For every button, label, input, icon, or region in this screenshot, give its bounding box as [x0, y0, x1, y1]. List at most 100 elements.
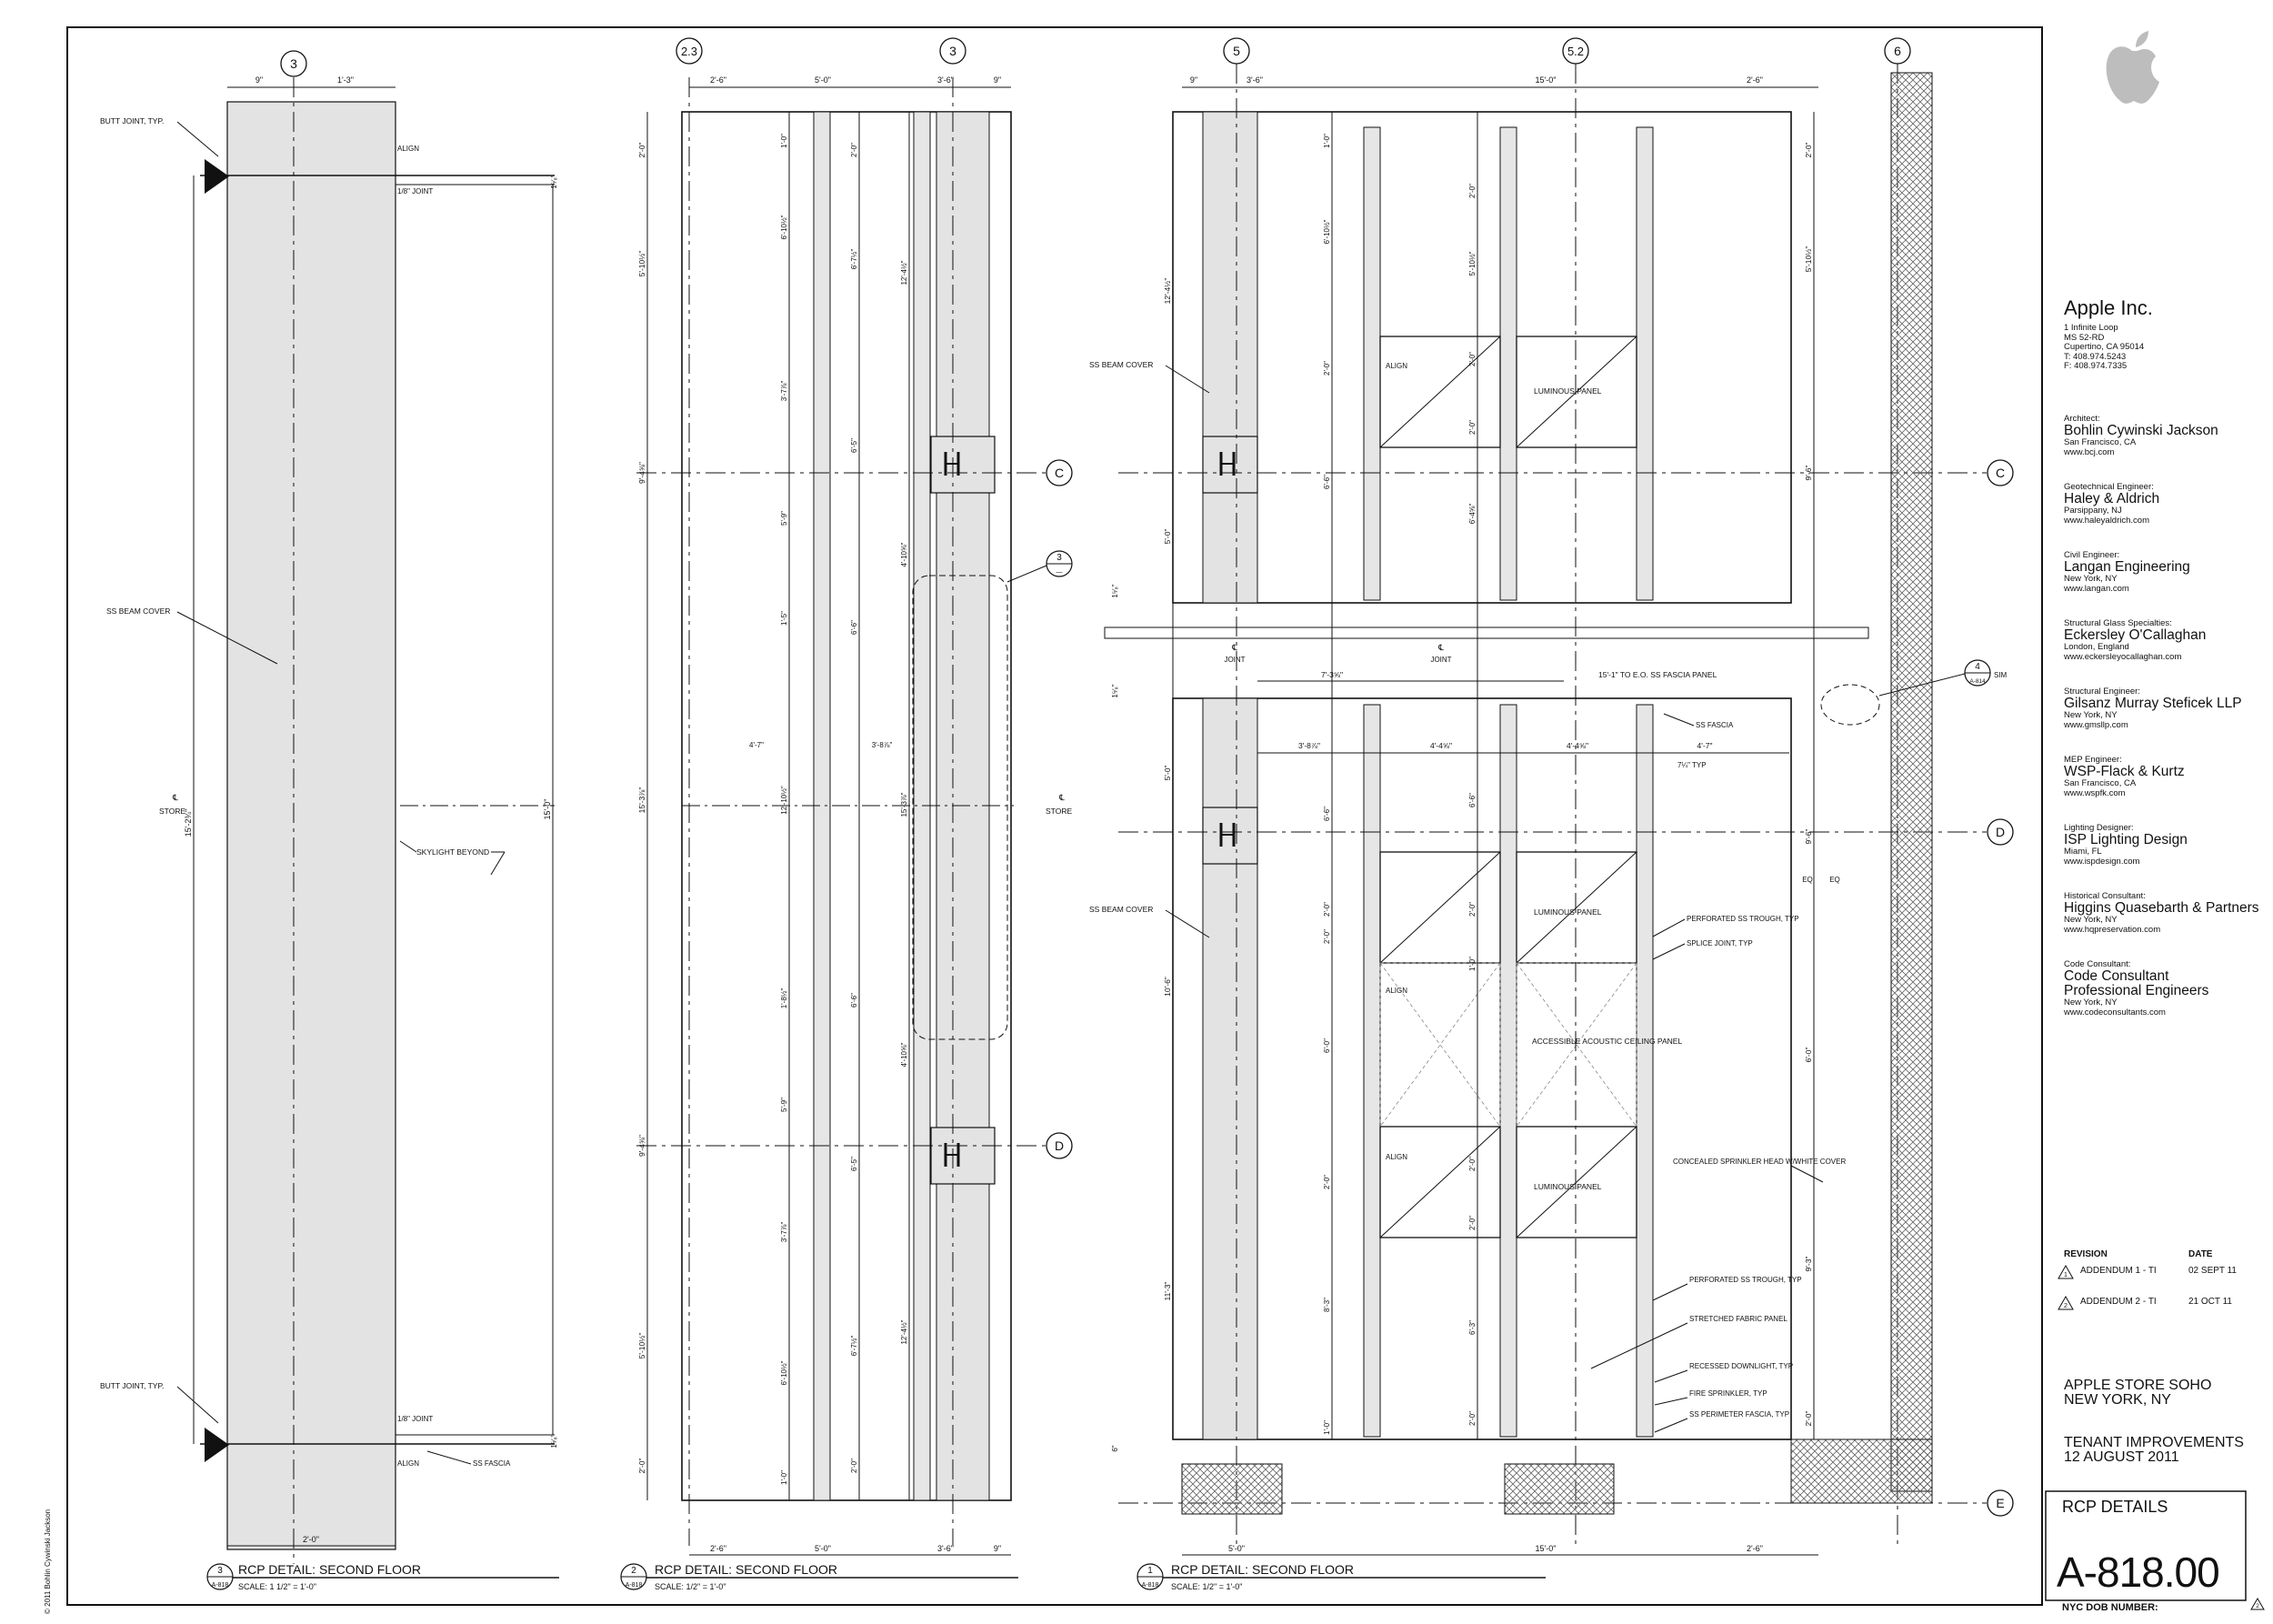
note: ACCESSIBLE ACOUSTIC CEILING PANEL: [1532, 1037, 1682, 1046]
callout-cloud: [1820, 684, 1880, 726]
note: SS BEAM COVER: [1089, 905, 1153, 914]
consultant-architect: Architect: Bohlin Cywinski Jackson San F…: [2064, 414, 2268, 457]
callout-number: 3: [1056, 553, 1062, 563]
facade-wall: [1890, 72, 1933, 1492]
note: SKYLIGHT BEYOND: [416, 847, 489, 857]
dim-label: 5'-10½": [1804, 246, 1813, 273]
note: PERFORATED SS TROUGH, TYP: [1687, 915, 1799, 923]
consultant-line: www.langan.com: [2064, 583, 2129, 594]
leader: [399, 840, 417, 853]
trough: [1636, 704, 1654, 1438]
consultant-role: Historical Consultant:: [2064, 891, 2146, 901]
note: JOINT: [1430, 656, 1451, 664]
note: 15'-1" TO E.O. SS FASCIA PANEL: [1598, 670, 1717, 679]
dim-label: 4'-7": [749, 741, 764, 749]
note: ℄: [1437, 643, 1444, 652]
dim-label: 15'-0": [1536, 75, 1557, 85]
dim-label: 1'-0": [1323, 134, 1331, 148]
revision-mark: 2: [2064, 1303, 2068, 1309]
consultant-name: ISP Lighting Design: [2064, 832, 2188, 847]
consultant-role: MEP Engineer:: [2064, 755, 2122, 765]
beam-block: [930, 1127, 996, 1185]
consultant-line: San Francisco, CA: [2064, 437, 2137, 447]
sheet-title: RCP DETAILS: [2062, 1498, 2168, 1516]
dim-label: 9": [255, 75, 263, 85]
consultant-name: Bohlin Cywinski Jackson: [2064, 423, 2218, 438]
detail-number: 1: [1147, 1566, 1153, 1576]
consultant-name: Gilsanz Murray Steficek LLP: [2064, 696, 2242, 711]
dob-number-label: NYC DOB NUMBER:: [2062, 1602, 2158, 1613]
dim-label: 6'-0": [1804, 1048, 1813, 1063]
dim-label: 1⁵⁄₈": [1111, 684, 1119, 697]
dim-label: 6": [1111, 1445, 1119, 1451]
note: STORE: [159, 807, 185, 816]
dim-label: 2'-0": [1323, 361, 1331, 376]
dim-label: 9'-4⅝": [637, 1135, 646, 1157]
note: 1/8" JOINT: [397, 1415, 433, 1423]
company-name: Apple Inc.: [2064, 296, 2153, 319]
grid-bubble-label: 2.3: [681, 45, 697, 58]
note: BUTT JOINT, TYP.: [100, 1381, 164, 1390]
grid-bubble: [1987, 818, 2014, 846]
revision-triangle-icon: 1: [2058, 1264, 2074, 1279]
consultant-line: New York, NY: [2064, 997, 2118, 1007]
beam-block: [930, 436, 996, 494]
dim-label: 11'-3": [1163, 1281, 1172, 1300]
dim-label: 5'-10½": [1468, 251, 1477, 276]
leader: [176, 121, 219, 157]
dim-label: 2'-0": [1323, 929, 1331, 944]
pier: [1181, 1463, 1283, 1515]
dim-label: 2'-0": [1323, 902, 1331, 917]
project-name: APPLE STORE SOHO: [2064, 1378, 2212, 1393]
detail-scale: SCALE: 1 1/2" = 1'-0": [238, 1582, 316, 1591]
dim-label: 15'-3⅞": [637, 787, 646, 814]
sheet-box: [2045, 1490, 2247, 1601]
revision-header: REVISION: [2064, 1249, 2108, 1259]
corner-mark: 2: [2256, 1603, 2259, 1609]
grid-bubble-label: D: [1996, 825, 2005, 839]
dim-label: 2'-0": [1804, 1411, 1813, 1427]
consultant-line: New York, NY: [2064, 710, 2118, 720]
consultant-name: Langan Engineering: [2064, 559, 2190, 575]
note: FIRE SPRINKLER, TYP: [1689, 1389, 1767, 1398]
note: ℄: [172, 793, 178, 802]
eq-label: EQ: [1802, 876, 1813, 884]
leader: [1590, 1322, 1688, 1369]
eq-label: EQ: [1829, 876, 1840, 884]
dim-label: 6'-6": [850, 620, 858, 635]
grid-bubble: [1562, 37, 1589, 65]
dim-label: 5'-9": [780, 1098, 788, 1112]
detail-number: 3: [217, 1566, 223, 1576]
dim-label: 7'-3⅝": [1321, 670, 1343, 679]
dim-label: 9'-6": [1804, 829, 1813, 845]
dim-label: 15'-0": [1536, 1544, 1557, 1553]
detail-title: RCP DETAIL: SECOND FLOOR: [1171, 1562, 1354, 1577]
dim-label: 2'-0": [303, 1535, 319, 1544]
dim-label: 2'-0": [850, 143, 858, 157]
callout-ref: A-814: [1969, 678, 1986, 685]
dim-label: 2'-0": [1468, 184, 1477, 198]
date-header: DATE: [2188, 1249, 2213, 1259]
leader: [1652, 918, 1686, 937]
leader: [1165, 909, 1210, 938]
trough: [1636, 126, 1654, 601]
dim-label: 2'-6": [710, 1544, 726, 1553]
grid-bubble: [1046, 1132, 1073, 1159]
dim-label: 6'-6": [1468, 793, 1477, 807]
dim-label: 5'-0": [1163, 766, 1172, 781]
detail-2: 2.3 3 C D ℄ STORE 3 — 2'-6" 5'-0" 3'-6" …: [620, 37, 1073, 1591]
leader: [1165, 365, 1210, 394]
dim-label: 2'-6": [710, 75, 726, 85]
dim-label: 6'-4⅝": [1468, 504, 1477, 525]
note: BUTT JOINT, TYP.: [100, 116, 164, 125]
leader: [426, 1450, 472, 1465]
note: CONCEALED SPRINKLER HEAD W/WHITE COVER: [1673, 1158, 1846, 1166]
consultant-name: Haley & Aldrich: [2064, 491, 2160, 506]
consultant-line: www.hqpreservation.com: [2064, 924, 2161, 935]
consultant-line: London, England: [2064, 642, 2129, 652]
leader: [1006, 565, 1047, 583]
grid-bubble-label: C: [1055, 466, 1064, 480]
callout-number: 4: [1975, 662, 1980, 672]
dim-label: 1⁵⁄₈": [550, 175, 558, 188]
trough: [1363, 704, 1381, 1438]
